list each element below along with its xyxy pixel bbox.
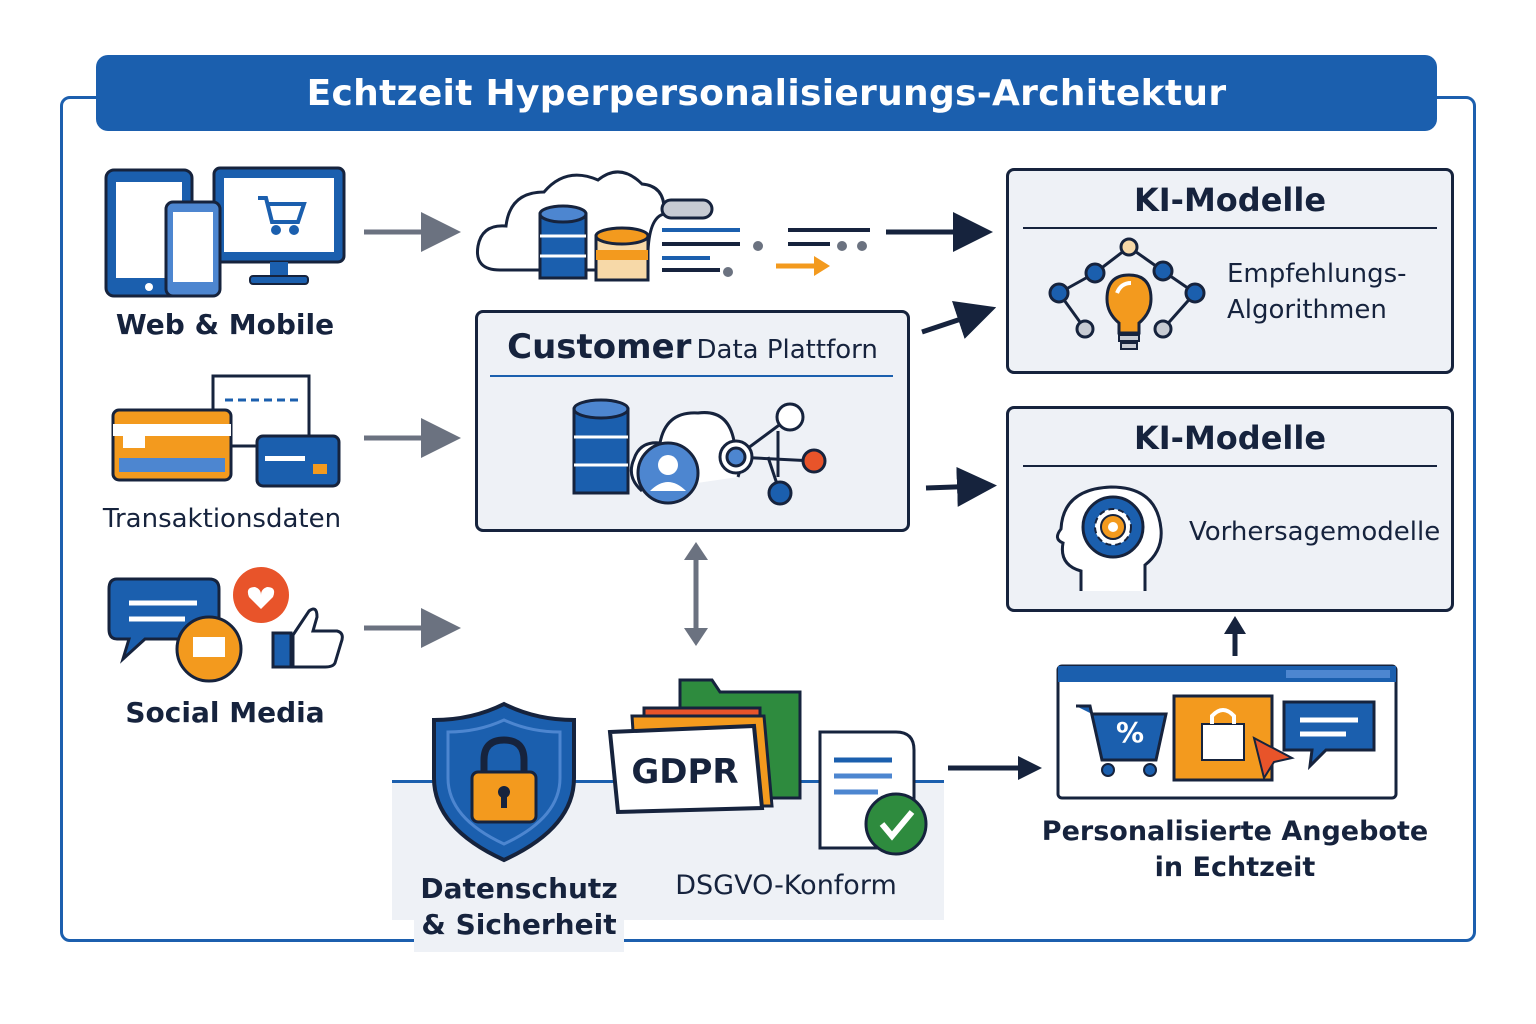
cdp-title: Customer Data Plattforn xyxy=(478,327,907,367)
offer-message-icon xyxy=(1282,700,1376,771)
cdp-database-icon xyxy=(572,398,630,495)
dsgvo-label: DSGVO-Konform xyxy=(675,870,897,901)
arrows-to-models xyxy=(886,212,997,507)
model-title-prediction: KI-Modelle xyxy=(1133,419,1327,457)
stream-arrow-orange-icon xyxy=(776,256,830,276)
discount-cart-icon xyxy=(1076,704,1168,777)
cloud-database-icon xyxy=(475,170,870,282)
social-media-icons xyxy=(107,567,344,683)
cdp-title-sub: Data Plattforn xyxy=(696,335,878,365)
arrow-cdp-to-recommendation xyxy=(921,300,997,339)
lightbulb-icon xyxy=(1105,273,1153,350)
gear-icon xyxy=(1081,495,1145,559)
payment-cards-icon xyxy=(111,374,341,488)
arrow-compliance-to-offers xyxy=(948,756,1042,780)
shield-lock-icon xyxy=(432,701,576,863)
source-label-web-mobile: Web & Mobile xyxy=(115,308,335,341)
cdp-panel: Customer Data Plattforn xyxy=(475,310,910,532)
cdp-divider xyxy=(490,375,893,377)
model-divider-prediction xyxy=(1023,465,1437,467)
arrow-cdp-to-prediction xyxy=(925,466,997,507)
thumbs-up-icon xyxy=(271,607,344,669)
database-orange-icon xyxy=(594,226,650,282)
model-label-recommendation-1: Empfehlungs- xyxy=(1227,259,1407,289)
arrows-sources-to-center xyxy=(364,212,461,648)
folder-icon xyxy=(607,678,802,815)
model-divider-recommendation xyxy=(1023,227,1437,229)
source-label-transactions: Transaktionsdaten xyxy=(102,504,342,534)
cdp-illustration xyxy=(572,398,827,506)
compliance-backdrop-tab xyxy=(414,900,624,952)
offers-label-1: Personalisierte Angebote xyxy=(1041,816,1429,847)
diagram-title: Echtzeit Hyperpersonalisierungs-Architek… xyxy=(306,72,1227,114)
cdp-title-main: Customer xyxy=(507,327,692,367)
chat-orange-icon xyxy=(175,615,243,683)
privacy-label-2: & Sicherheit xyxy=(421,908,617,941)
title-banner: Echtzeit Hyperpersonalisierungs-Architek… xyxy=(96,55,1437,131)
model-panel-recommendation: KI-Modelle Emp xyxy=(1006,168,1454,374)
document-check-icon xyxy=(818,730,928,856)
heart-icon xyxy=(233,567,289,623)
database-blue-icon xyxy=(538,204,588,280)
lightbulb-network-icon xyxy=(1048,237,1206,350)
cart-icon xyxy=(258,196,307,235)
offers-label-2: in Echtzeit xyxy=(1154,852,1316,883)
customer-profile-icon xyxy=(636,441,700,505)
model-title-recommendation: KI-Modelle xyxy=(1133,181,1327,219)
privacy-label-1: Datenschutz xyxy=(420,872,618,905)
network-icon xyxy=(718,402,827,506)
shopping-bag-icon xyxy=(1172,694,1295,782)
source-label-social: Social Media xyxy=(125,696,325,729)
model-panel-prediction: KI-Modelle Vorhersagemodelle xyxy=(1006,406,1454,612)
shop-window-icon xyxy=(1056,664,1398,800)
arrow-offers-to-prediction xyxy=(1224,616,1246,656)
gdpr-label: GDPR xyxy=(631,752,739,792)
discount-percent-label: % xyxy=(1115,716,1145,749)
arrow-cdp-compliance xyxy=(684,542,708,646)
devices-icon xyxy=(104,166,346,298)
model-label-recommendation-2: Algorithmen xyxy=(1227,295,1387,325)
brain-gear-icon xyxy=(1056,485,1163,591)
model-label-prediction: Vorhersagemodelle xyxy=(1189,517,1441,547)
